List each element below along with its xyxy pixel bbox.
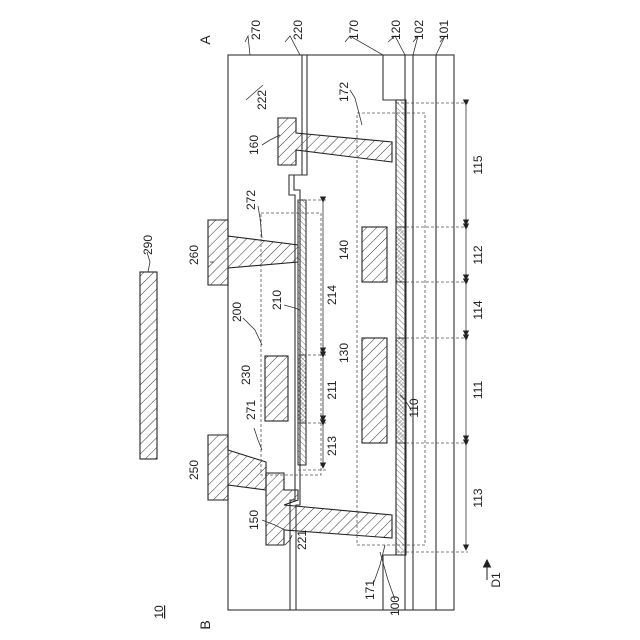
label-210: 210 bbox=[270, 290, 284, 310]
label-230: 230 bbox=[239, 365, 253, 385]
contact-221 bbox=[266, 473, 392, 545]
semiconductor-layer-110 bbox=[396, 100, 406, 555]
label-170: 170 bbox=[347, 20, 361, 40]
gate-140 bbox=[362, 227, 387, 282]
label-150: 150 bbox=[247, 510, 261, 530]
contact-222 bbox=[278, 118, 392, 165]
label-130: 130 bbox=[337, 343, 351, 363]
label-271: 271 bbox=[244, 400, 258, 420]
label-113: 113 bbox=[471, 488, 485, 507]
label-221: 221 bbox=[295, 530, 309, 550]
label-112: 112 bbox=[471, 245, 485, 264]
region-112-fill bbox=[396, 227, 406, 282]
side-label-a: A bbox=[197, 35, 213, 45]
label-214: 214 bbox=[325, 285, 339, 305]
outline-100 bbox=[357, 113, 425, 545]
electrode-250 bbox=[208, 435, 266, 500]
label-102: 102 bbox=[412, 20, 426, 40]
label-220: 220 bbox=[291, 20, 305, 40]
side-label-b: B bbox=[197, 620, 213, 629]
label-115: 115 bbox=[471, 155, 485, 174]
label-270: 270 bbox=[249, 20, 263, 40]
element-290 bbox=[140, 272, 157, 459]
label-290: 290 bbox=[141, 235, 155, 255]
label-213: 213 bbox=[325, 436, 339, 456]
gate-230 bbox=[265, 356, 288, 421]
label-272: 272 bbox=[244, 190, 258, 210]
label-222: 222 bbox=[255, 90, 269, 110]
label-160: 160 bbox=[247, 135, 261, 155]
electrode-260 bbox=[208, 220, 298, 285]
labels: A B 10 D1 270 220 170 120 102 101 290 26… bbox=[141, 20, 503, 630]
direction-label: D1 bbox=[489, 572, 503, 588]
label-140: 140 bbox=[337, 240, 351, 260]
semiconductor-layer-210 bbox=[298, 200, 306, 465]
label-250: 250 bbox=[187, 460, 201, 480]
label-100: 100 bbox=[388, 596, 402, 616]
label-172: 172 bbox=[337, 82, 351, 102]
gate-130 bbox=[362, 338, 387, 443]
label-120: 120 bbox=[389, 20, 403, 40]
region-111-fill bbox=[396, 338, 406, 443]
label-111: 111 bbox=[471, 381, 485, 400]
label-114: 114 bbox=[471, 300, 485, 319]
label-110: 110 bbox=[407, 398, 421, 417]
region-211-fill bbox=[298, 355, 306, 423]
label-211: 211 bbox=[325, 380, 339, 399]
label-171: 171 bbox=[363, 580, 377, 600]
label-260: 260 bbox=[187, 245, 201, 265]
label-200: 200 bbox=[230, 302, 244, 322]
label-101: 101 bbox=[437, 20, 451, 40]
figure-number: 10 bbox=[152, 605, 166, 619]
